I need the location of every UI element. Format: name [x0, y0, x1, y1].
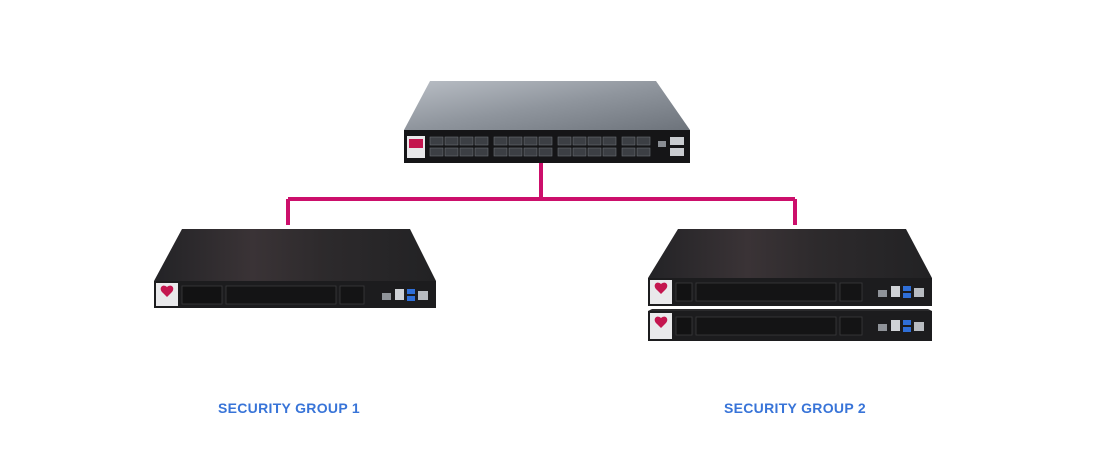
security-appliance-icon — [648, 229, 932, 306]
security-group-1-label: SECURITY GROUP 1 — [218, 400, 360, 416]
connector-lines — [286, 162, 797, 225]
security-appliance-icon — [648, 309, 932, 341]
security-group-2-label: SECURITY GROUP 2 — [724, 400, 866, 416]
orchestrator-switch-icon — [404, 81, 690, 163]
security-appliance-icon — [154, 229, 436, 308]
